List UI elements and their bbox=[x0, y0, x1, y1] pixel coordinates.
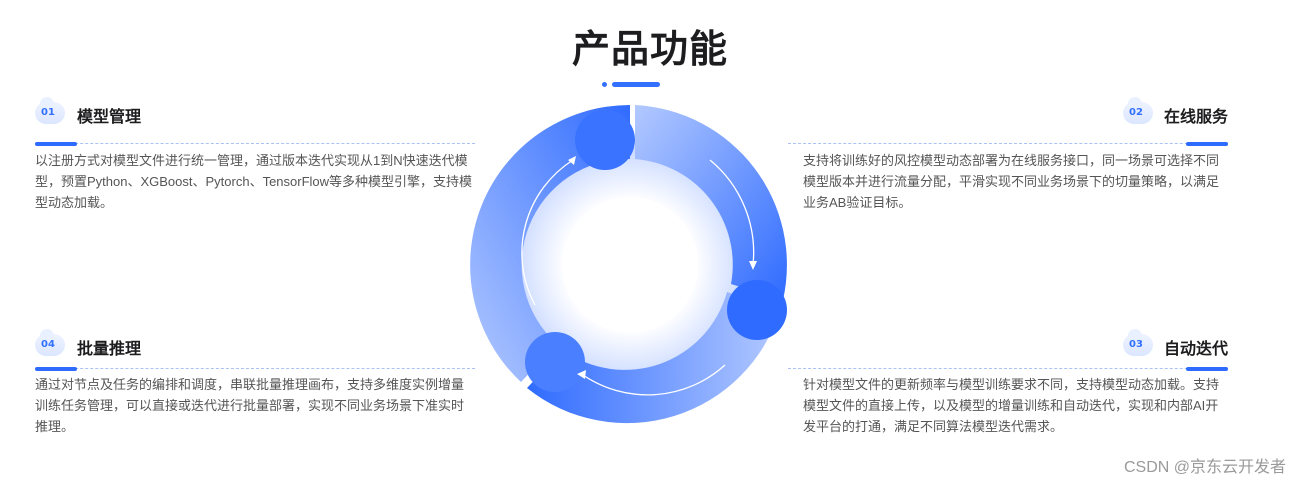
feature-number: 04 bbox=[41, 339, 55, 350]
dashed-divider bbox=[788, 143, 1228, 144]
divider-accent bbox=[35, 142, 77, 146]
watermark: CSDN @京东云开发者 bbox=[1123, 459, 1286, 476]
feature-number: 02 bbox=[1129, 107, 1143, 118]
feature-header: 02 在线服务 bbox=[788, 97, 1228, 128]
feature-header: 01 模型管理 bbox=[35, 97, 475, 128]
title-dot-decoration bbox=[602, 82, 607, 87]
feature-batch-inference: 04 批量推理 通过对节点及任务的编排和调度，串联批量推理画布，支持多维度实例增… bbox=[35, 329, 475, 434]
divider-accent bbox=[1186, 367, 1228, 371]
cloud-badge-icon: 01 bbox=[35, 97, 65, 126]
feature-header: 03 自动迭代 bbox=[788, 329, 1228, 360]
cloud-badge-icon: 02 bbox=[1123, 97, 1153, 126]
ring-knob-bottom bbox=[525, 332, 585, 392]
ring-segment-bottom bbox=[527, 292, 780, 424]
feature-title: 在线服务 bbox=[1163, 109, 1228, 126]
feature-description: 通过对节点及任务的编排和调度，串联批量推理画布，支持多维度实例增量训练任务管理，… bbox=[35, 377, 465, 434]
cycle-diagram bbox=[470, 105, 787, 424]
divider-accent bbox=[35, 367, 77, 371]
dashed-divider bbox=[788, 368, 1228, 369]
feature-auto-iteration: 03 自动迭代 针对模型文件的更新频率与模型训练要求不同，支持模型动态加载。支持… bbox=[788, 329, 1228, 434]
dashed-divider bbox=[35, 368, 475, 369]
title-underline-decoration bbox=[612, 82, 660, 87]
dashed-divider bbox=[35, 143, 475, 144]
feature-description: 针对模型文件的更新频率与模型训练要求不同，支持模型动态加载。支持模型文件的直接上… bbox=[803, 377, 1220, 434]
center-hole bbox=[562, 197, 698, 333]
divider-accent bbox=[1186, 142, 1228, 146]
flow-arrow-left bbox=[521, 159, 574, 306]
cloud-badge-icon: 04 bbox=[35, 329, 65, 358]
ring-knob-top bbox=[575, 110, 635, 170]
ring-segment-left bbox=[470, 105, 630, 382]
page-title: 产品功能 bbox=[571, 29, 728, 71]
feature-title: 自动迭代 bbox=[1163, 341, 1228, 358]
flow-arrow-bottom bbox=[582, 364, 726, 396]
feature-number: 03 bbox=[1129, 339, 1143, 350]
ring-knob-right bbox=[727, 280, 787, 340]
feature-title: 批量推理 bbox=[77, 341, 142, 358]
feature-description: 以注册方式对模型文件进行统一管理，通过版本迭代实现从1到N快速迭代模型，预置Py… bbox=[35, 153, 473, 210]
flow-arrow-right bbox=[709, 159, 755, 266]
feature-header: 04 批量推理 bbox=[35, 329, 475, 360]
flow-arrow-left-head bbox=[568, 156, 576, 165]
flow-arrow-right-head bbox=[749, 261, 757, 270]
cloud-badge-icon: 03 bbox=[1123, 329, 1153, 358]
ring-segment-right bbox=[635, 105, 787, 300]
feature-number: 01 bbox=[41, 107, 55, 118]
flow-arrow-bottom-head bbox=[577, 370, 586, 379]
feature-description: 支持将训练好的风控模型动态部署为在线服务接口，同一场景可选择不同模型版本并进行流… bbox=[803, 153, 1220, 210]
feature-online-service: 02 在线服务 支持将训练好的风控模型动态部署为在线服务接口，同一场景可选择不同… bbox=[788, 97, 1228, 210]
feature-model-management: 01 模型管理 以注册方式对模型文件进行统一管理，通过版本迭代实现从1到N快速迭… bbox=[35, 97, 475, 210]
feature-title: 模型管理 bbox=[77, 109, 142, 126]
